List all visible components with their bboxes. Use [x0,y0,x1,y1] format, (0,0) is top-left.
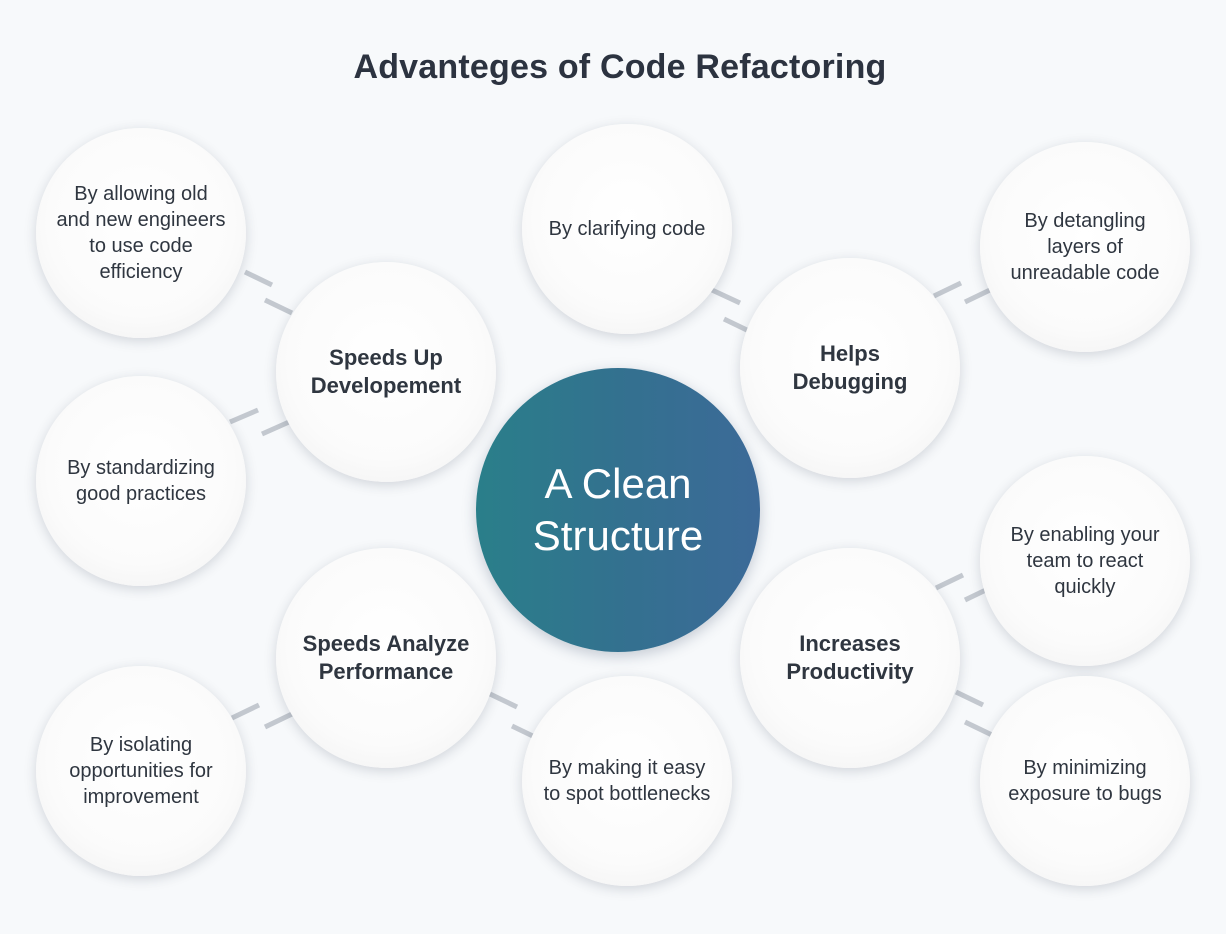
hub-label: Speeds Analyze Performance [302,631,470,684]
center-label: A Clean Structure [532,460,704,559]
leaf-minimizing-bugs: By minimizing exposure to bugs [980,676,1190,886]
hub-speeds-analyze-performance: Speeds Analyze Performance [276,548,496,768]
connector-segment [963,286,994,305]
hub-helps-debugging: Helps Debugging [740,258,960,478]
leaf-text: By minimizing exposure to bugs [1008,757,1162,805]
connector-segment [260,419,291,437]
hub-label: Speeds Up Developement [310,345,462,398]
leaf-text: By isolating opportunities for improveme… [69,734,213,808]
hub-label: Increases Productivity [786,631,914,684]
hub-increases-productivity: Increases Productivity [740,548,960,768]
leaf-standardizing: By standardizing good practices [36,376,246,586]
leaf-text: By allowing old and new engineers to use… [56,183,226,283]
leaf-clarifying: By clarifying code [522,124,732,334]
connector-segment [934,572,965,591]
leaf-isolating: By isolating opportunities for improveme… [36,666,246,876]
leaf-text: By enabling your team to react quickly [1010,524,1160,598]
connector-segment [263,711,294,730]
connector-segment [263,297,294,316]
connector-segment [710,287,742,306]
connector-segment [243,269,274,288]
hub-speeds-up-development: Speeds Up Developement [276,262,496,482]
connector-segment [229,407,259,425]
center-node: A Clean Structure [476,368,760,652]
diagram-title: Advanteges of Code Refactoring [353,48,887,86]
leaf-text: By making it easy to spot bottlenecks [543,757,711,805]
leaf-text: By clarifying code [548,218,706,240]
connector-segment [230,702,261,721]
leaf-bottlenecks: By making it easy to spot bottlenecks [522,676,732,886]
leaf-text: By standardizing good practices [67,457,215,505]
connector-segment [488,691,519,710]
leaf-enabling-team: By enabling your team to react quickly [980,456,1190,666]
connector-segment [932,280,963,299]
leaf-text: By detangling layers of unreadable code [1010,210,1160,284]
leaf-old-new-engineers: By allowing old and new engineers to use… [36,128,246,338]
connector-segment [963,719,994,738]
connector-segment [954,689,985,708]
hub-label: Helps Debugging [792,341,908,394]
leaf-detangling: By detangling layers of unreadable code [980,142,1190,352]
